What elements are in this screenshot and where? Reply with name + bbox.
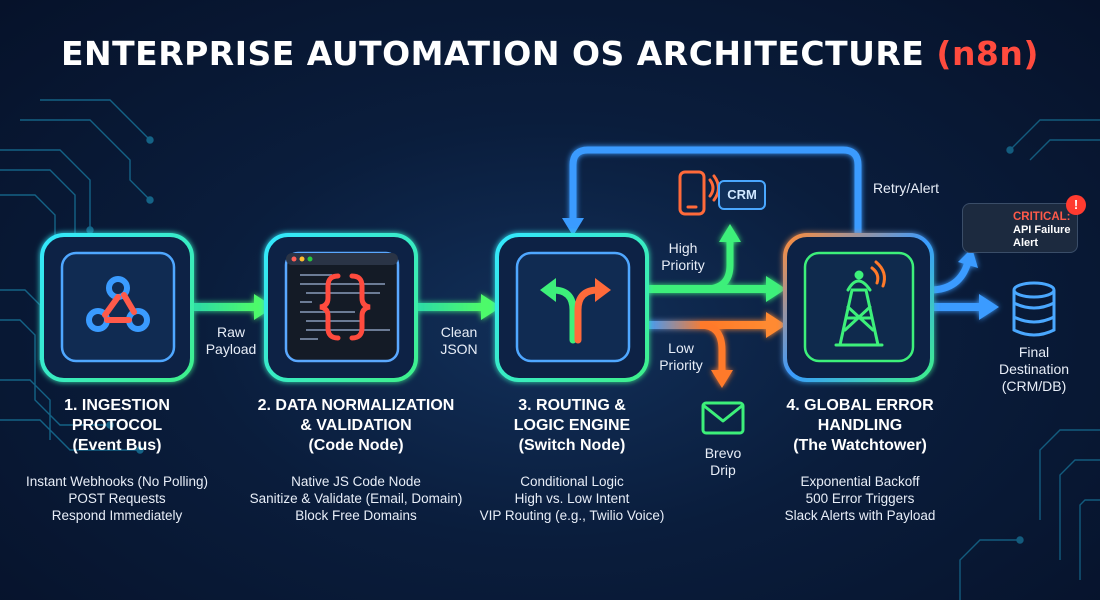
stage-1-title: 1. INGESTION PROTOCOL (Event Bus) <box>22 396 212 456</box>
stage-1-title-line2: PROTOCOL <box>71 417 163 434</box>
final-destination-label: Final Destination (CRM/DB) <box>988 344 1080 395</box>
stage-2-title: 2. DATA NORMALIZATION & VALIDATION (Code… <box>236 396 476 456</box>
title-main: ENTERPRISE AUTOMATION OS ARCHITECTURE <box>61 34 925 73</box>
stage-2-title-line1: 2. DATA NORMALIZATION <box>257 397 455 414</box>
high-label-line1: High <box>668 240 698 256</box>
clean-label-line2: JSON <box>440 341 478 357</box>
stage-2-desc-line2: Sanitize & Validate (Email, Domain) <box>249 491 463 506</box>
high-priority-arrow <box>645 224 786 302</box>
crm-badge: CRM <box>718 180 766 210</box>
stage-4-description: Exponential Backoff 500 Error Triggers S… <box>766 473 954 524</box>
low-priority-arrow <box>645 312 786 388</box>
stage-4-desc-line1: Exponential Backoff <box>800 474 920 489</box>
stage-3-desc-line2: High vs. Low Intent <box>514 491 630 506</box>
high-label-line2: Priority <box>661 257 705 273</box>
retry-alert-label: Retry/Alert <box>872 180 940 196</box>
alert-line2: API Failure <box>1013 224 1071 236</box>
brevo-drip-label: Brevo Drip <box>688 445 758 479</box>
stage-4-desc-line2: 500 Error Triggers <box>805 491 915 506</box>
low-label-line2: Priority <box>659 357 703 373</box>
raw-label-line1: Raw <box>216 324 245 340</box>
circuit-traces-left <box>0 99 154 454</box>
stage-3-title-line1: 3. ROUTING & <box>518 397 626 414</box>
fork-arrows-icon <box>540 278 611 344</box>
stage-4-node <box>783 233 934 382</box>
stage-3-title-line3: (Switch Node) <box>518 437 626 454</box>
stage-4-desc-line3: Slack Alerts with Payload <box>784 508 936 523</box>
alert-body-text: API Failure Alert <box>1013 224 1070 250</box>
curly-braces-icon <box>319 273 371 341</box>
stage-3-description: Conditional Logic High vs. Low Intent VI… <box>476 473 668 524</box>
flow-arrow-1 <box>193 294 274 320</box>
retry-arrowhead <box>562 218 584 236</box>
stage-1-title-line1: 1. INGESTION <box>64 397 170 414</box>
stage-3-desc-line3: VIP Routing (e.g., Twilio Voice) <box>479 508 665 523</box>
stage-2-title-line2: & VALIDATION <box>300 417 412 434</box>
stage-2-description: Native JS Code Node Sanitize & Validate … <box>236 473 476 524</box>
flow-arrow-2 <box>416 294 501 320</box>
stage-2-node <box>264 233 418 382</box>
stage-4-title-line2: HANDLING <box>817 417 903 434</box>
brevo-label-line1: Brevo <box>704 445 742 461</box>
brevo-label-line2: Drip <box>710 462 736 478</box>
stage-1-desc-line1: Instant Webhooks (No Polling) <box>25 474 209 489</box>
stage-1-desc-line2: POST Requests <box>68 491 166 506</box>
page-title: ENTERPRISE AUTOMATION OS ARCHITECTURE (n… <box>0 34 1100 73</box>
stage-1-desc-line3: Respond Immediately <box>51 508 183 523</box>
code-lines <box>300 274 390 340</box>
low-label-line1: Low <box>668 340 694 356</box>
alert-critical-text: CRITICAL: <box>1013 211 1071 223</box>
low-priority-label: Low Priority <box>646 340 716 374</box>
clean-json-label: Clean JSON <box>424 324 494 358</box>
raw-payload-label: Raw Payload <box>196 324 266 358</box>
critical-alert-card: CRITICAL: API Failure Alert <box>962 203 1078 253</box>
phone-icon <box>678 170 720 216</box>
dest-label-line1: Final <box>1018 344 1050 360</box>
title-accent: (n8n) <box>936 34 1039 73</box>
mail-icon <box>701 401 745 435</box>
stage-3-desc-line1: Conditional Logic <box>520 474 624 489</box>
stage-4-title-line3: (The Watchtower) <box>793 437 927 454</box>
clean-label-line1: Clean <box>440 324 478 340</box>
stage-1-description: Instant Webhooks (No Polling) POST Reque… <box>10 473 224 524</box>
stage-2-desc-line1: Native JS Code Node <box>291 474 421 489</box>
stage-2-title-line3: (Code Node) <box>308 437 404 454</box>
stage-4-title-line1: 4. GLOBAL ERROR <box>786 397 934 414</box>
webhook-icon <box>86 276 150 332</box>
database-icon <box>1012 281 1056 337</box>
stage-3-node <box>495 233 649 382</box>
alert-badge-icon: ! <box>1066 195 1086 215</box>
stage-1-node <box>40 233 194 382</box>
dest-label-line3: (CRM/DB) <box>1001 378 1067 394</box>
stage-3-title-line2: LOGIC ENGINE <box>513 417 631 434</box>
high-priority-label: High Priority <box>648 240 718 274</box>
dest-label-line2: Destination <box>998 361 1070 377</box>
stage-1-title-line3: (Event Bus) <box>72 437 162 454</box>
watchtower-icon <box>834 260 886 347</box>
output-arrows <box>929 248 999 320</box>
stage-3-title: 3. ROUTING & LOGIC ENGINE (Switch Node) <box>482 396 662 456</box>
retry-loop-arrow <box>569 146 862 235</box>
stage-2-desc-line3: Block Free Domains <box>295 508 417 523</box>
alert-line3: Alert <box>1013 237 1039 249</box>
stage-4-title: 4. GLOBAL ERROR HANDLING (The Watchtower… <box>770 396 950 456</box>
raw-label-line2: Payload <box>205 341 257 357</box>
circuit-traces-right <box>959 119 1100 600</box>
